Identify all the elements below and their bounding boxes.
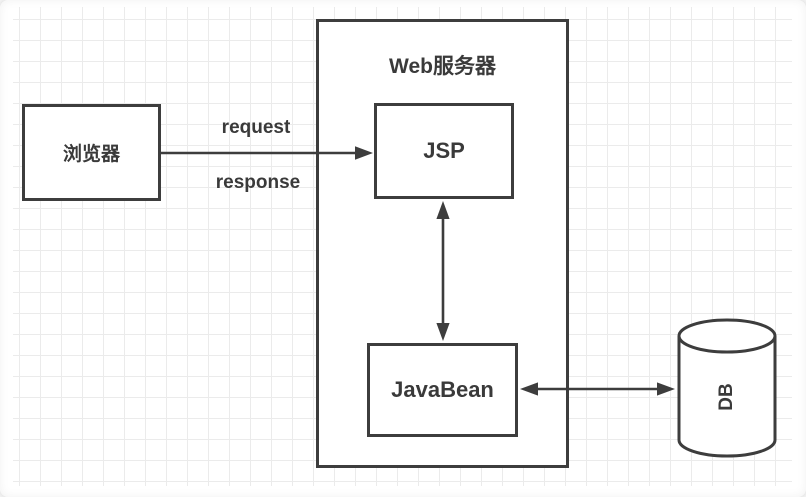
- db-label: DB: [716, 383, 737, 411]
- web-server-title-wrap: Web服务器: [316, 19, 569, 468]
- node-browser: 浏览器: [22, 104, 161, 201]
- edge-label-response: response: [215, 172, 301, 193]
- jsp-label: JSP: [423, 138, 465, 163]
- edge-label-request: request: [221, 117, 291, 138]
- javabean-label: JavaBean: [391, 377, 494, 402]
- web-server-title: Web服务器: [389, 55, 496, 78]
- node-jsp: JSP: [374, 103, 514, 199]
- node-javabean: JavaBean: [367, 343, 518, 437]
- db-cylinder-shape: [677, 318, 777, 458]
- browser-label: 浏览器: [62, 144, 120, 165]
- node-db: DB: [677, 318, 777, 458]
